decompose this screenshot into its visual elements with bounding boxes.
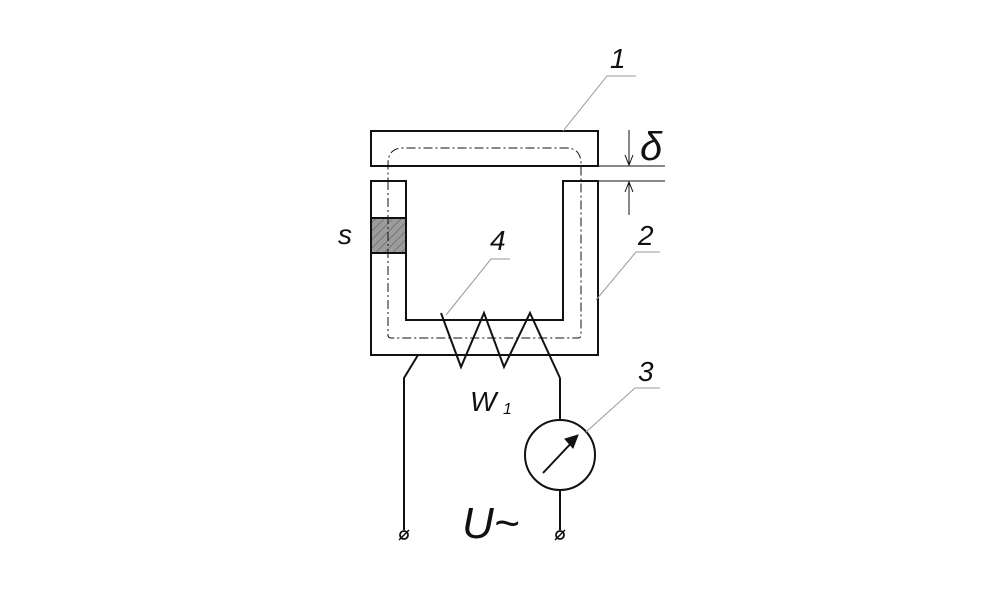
left-terminal-icon <box>398 529 410 541</box>
left-lead-wire <box>403 354 419 530</box>
gap-arrow-up <box>624 180 634 215</box>
label-winding-index: 1 <box>503 401 512 418</box>
u-core <box>370 180 599 356</box>
coil-winding <box>440 310 561 379</box>
right-terminal-icon <box>554 529 566 541</box>
magnetic-flux-path <box>387 147 582 339</box>
label-voltage: U~ <box>462 499 519 548</box>
meter-symbol <box>524 419 596 491</box>
leader-coil <box>445 258 510 316</box>
label-gap: δ <box>640 125 663 169</box>
label-armature: 1 <box>610 43 626 74</box>
label-cross-section: s <box>338 219 352 250</box>
label-winding: W <box>470 386 499 417</box>
label-coil: 4 <box>490 225 506 256</box>
leader-core <box>595 251 660 301</box>
label-core: 2 <box>637 220 654 251</box>
gap-arrow-down <box>624 130 634 167</box>
leader-armature <box>562 75 636 132</box>
label-meter: 3 <box>638 356 654 387</box>
leader-meter <box>585 387 660 433</box>
